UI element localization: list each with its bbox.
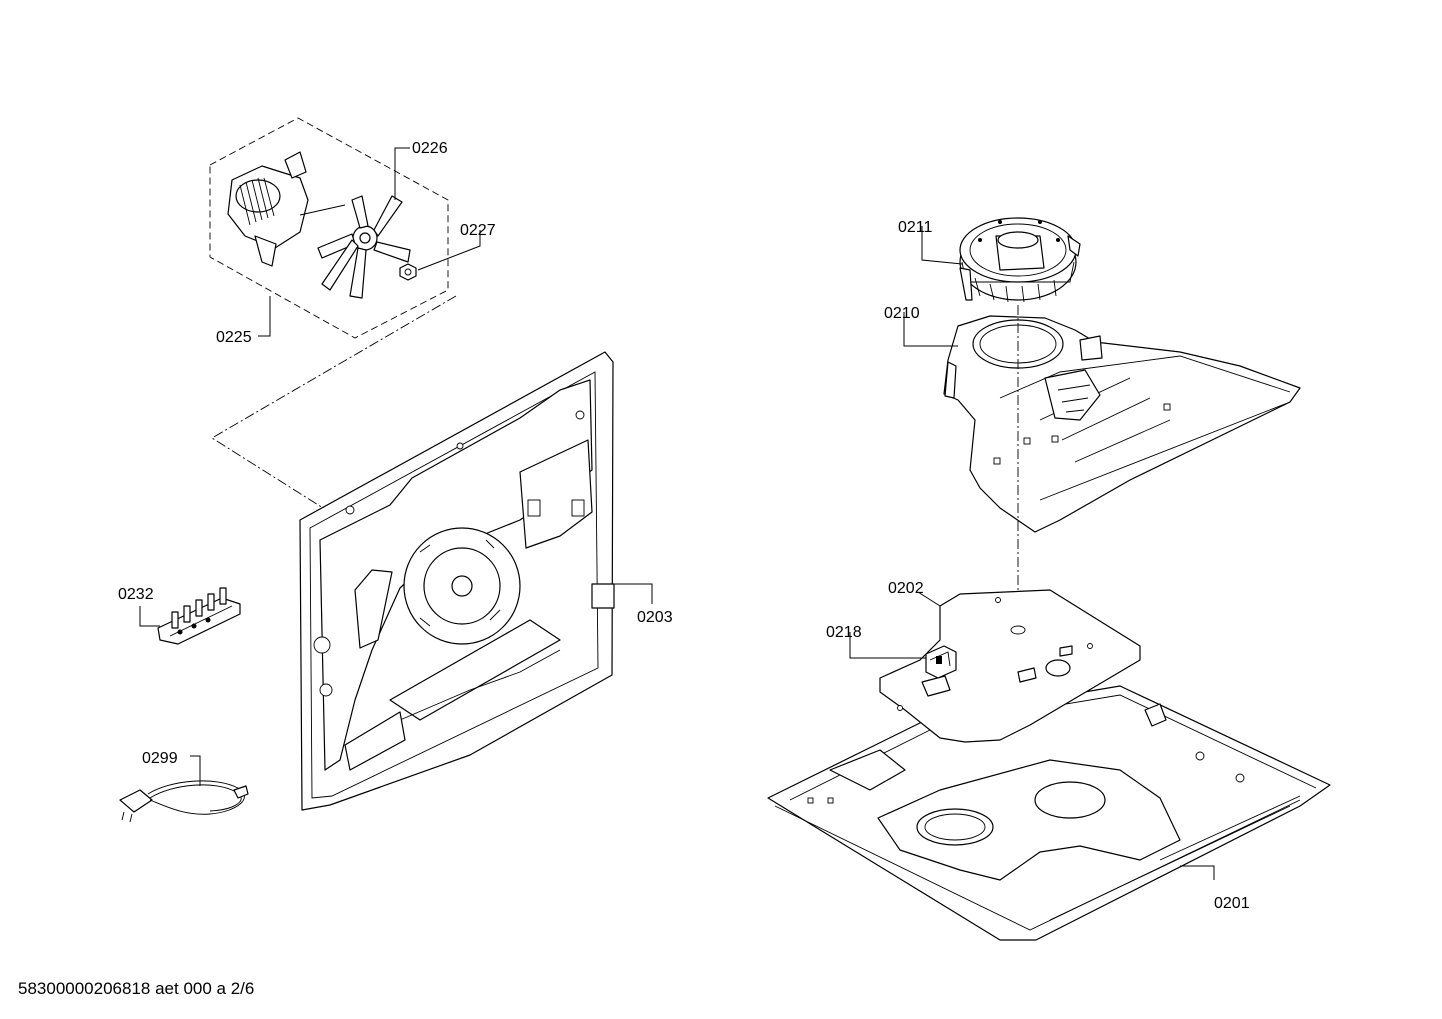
terminal-block bbox=[157, 587, 241, 645]
door-switch bbox=[925, 645, 957, 679]
fan-motor bbox=[227, 151, 346, 267]
label-0227: 0227 bbox=[460, 222, 496, 239]
fan-nut bbox=[399, 263, 417, 281]
part-labels: 0226 0227 0225 0211 0210 0232 0203 0202 … bbox=[118, 140, 1250, 912]
back-panel bbox=[299, 351, 615, 811]
label-0218: 0218 bbox=[826, 624, 862, 641]
cover-plate bbox=[879, 589, 1141, 743]
fan-wheel bbox=[317, 195, 411, 299]
label-0210: 0210 bbox=[884, 305, 920, 322]
label-0299: 0299 bbox=[142, 750, 178, 767]
document-reference-footer: 58300000206818 aet 000 a 2/6 bbox=[18, 979, 255, 998]
base-tray bbox=[767, 685, 1331, 941]
air-duct bbox=[943, 315, 1301, 533]
power-cable bbox=[119, 780, 249, 823]
fan-motor-assembly bbox=[209, 117, 449, 339]
label-0226: 0226 bbox=[412, 140, 448, 157]
label-0203: 0203 bbox=[637, 609, 673, 626]
label-0211: 0211 bbox=[898, 219, 933, 236]
label-0201: 0201 bbox=[1214, 895, 1250, 912]
cooling-fan bbox=[959, 217, 1081, 303]
leader-lines bbox=[139, 147, 1215, 880]
label-0225: 0225 bbox=[216, 329, 252, 346]
label-0232: 0232 bbox=[118, 586, 154, 603]
label-0202: 0202 bbox=[888, 580, 924, 597]
